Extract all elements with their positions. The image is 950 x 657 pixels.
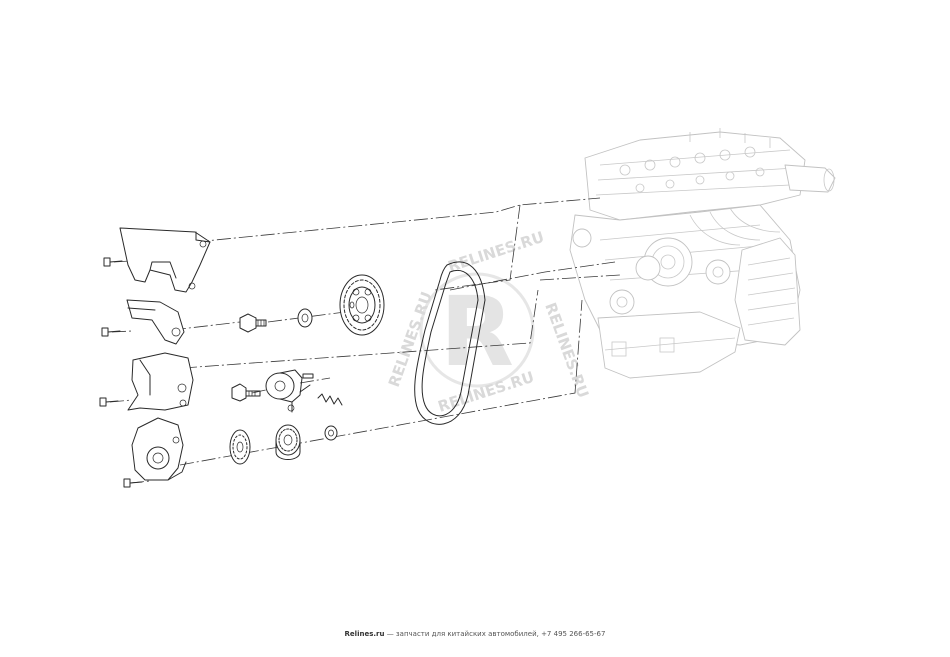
tensioner-bolt xyxy=(231,383,261,402)
crankshaft-washer xyxy=(324,425,338,441)
crankshaft-sprocket xyxy=(275,424,301,460)
bolt-3 xyxy=(99,397,119,407)
lower-timing-cover xyxy=(131,417,187,481)
footer-site[interactable]: Relines.ru xyxy=(344,630,385,638)
timing-back-plate xyxy=(127,352,194,411)
camshaft-bolt xyxy=(239,313,267,333)
tensioner-spring xyxy=(317,393,343,406)
bolt-2 xyxy=(101,327,121,337)
middle-cover-bracket xyxy=(126,299,185,345)
watermark: R RELINES.RU RELINES.RU RELINES.RU RELIN… xyxy=(385,228,593,416)
bolt-1 xyxy=(103,257,123,267)
watermark-text-top: RELINES.RU xyxy=(446,228,547,276)
watermark-text-left: RELINES.RU xyxy=(385,289,436,389)
camshaft-sprocket xyxy=(339,274,385,336)
watermark-text-right: RELINES.RU xyxy=(541,300,592,400)
upper-timing-cover xyxy=(119,227,211,293)
footer-text: — запчасти для китайских автомобилей, +7… xyxy=(384,630,606,638)
bolt-4 xyxy=(123,478,143,488)
crankshaft-guide-plate xyxy=(229,429,251,465)
camshaft-washer xyxy=(297,308,313,328)
belt-tensioner xyxy=(265,369,314,413)
engine-assembly xyxy=(569,128,836,379)
footer: Relines.ru — запчасти для китайских авто… xyxy=(0,630,950,638)
timing-belt xyxy=(414,261,486,425)
